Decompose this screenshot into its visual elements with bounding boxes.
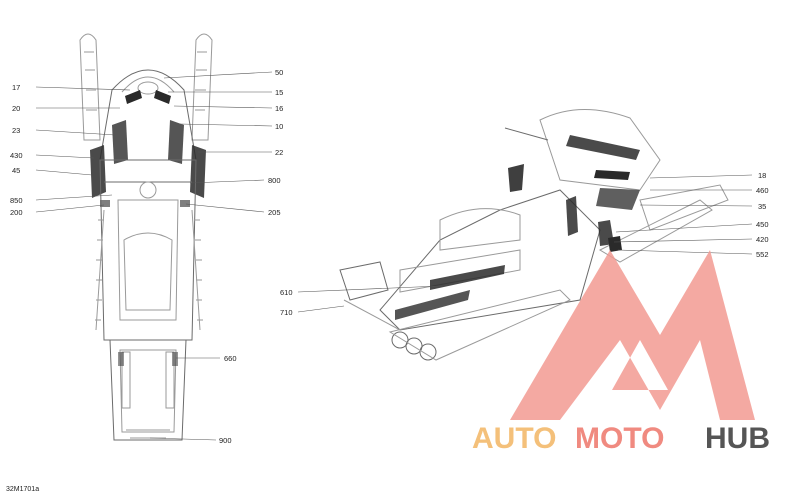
watermark-triangle-icon [510,250,755,420]
right-ski [191,33,213,141]
callout-45: 45 [12,166,20,175]
callout-16: 16 [275,104,283,113]
watermark-text: AUTO MOTO HUB [472,422,770,455]
callout-850: 850 [10,196,23,205]
watermark-text-hub: HUB [705,422,770,455]
hood [99,69,197,161]
left-ski [79,33,101,141]
callout-22: 22 [275,148,283,157]
watermark-logo [510,250,755,420]
callout-552: 552 [756,250,769,259]
top-view-snowmobile [79,33,213,441]
callout-610: 610 [280,288,293,297]
figure-id: 32M1701a [6,486,40,493]
callout-900: 900 [219,436,232,445]
callout-15: 15 [275,88,283,97]
callout-labels-right: 18 460 35 450 420 552 610 710 [280,171,769,317]
callout-20: 20 [12,104,20,113]
callout-430: 430 [10,151,23,160]
callout-35: 35 [758,202,766,211]
watermark-text-moto: MOTO [575,422,664,455]
callout-800: 800 [268,176,281,185]
callout-460: 460 [756,186,769,195]
tunnel [109,339,187,441]
watermark-text-auto: AUTO [472,422,556,455]
body [99,159,197,341]
callout-18: 18 [758,171,766,180]
callout-23: 23 [12,126,20,135]
callout-420: 420 [756,235,769,244]
callout-50: 50 [275,68,283,77]
callout-10: 10 [275,122,283,131]
callout-660: 660 [224,354,237,363]
callout-200: 200 [10,208,23,217]
callout-205: 205 [268,208,281,217]
callout-labels-left: 17 20 23 430 45 850 200 50 15 16 10 22 8… [10,68,283,445]
leader-lines-right [297,174,753,313]
callout-17: 17 [12,83,20,92]
callout-450: 450 [756,220,769,229]
leader-lines-left [35,71,273,441]
callout-710: 710 [280,308,293,317]
